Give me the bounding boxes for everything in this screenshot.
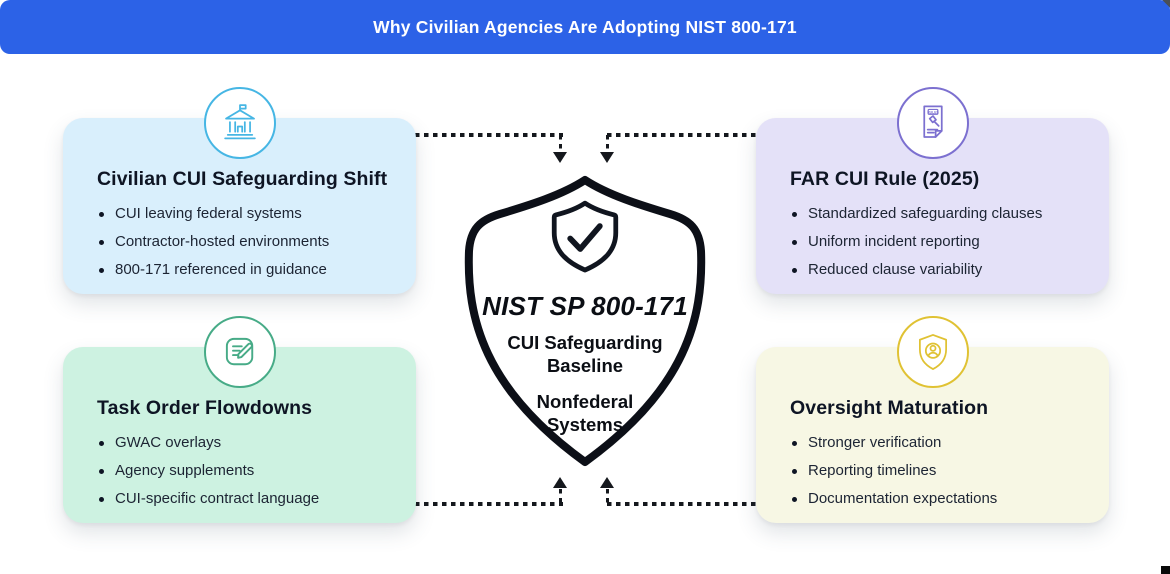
bullet-dot bbox=[792, 211, 797, 217]
center-shield-content: NIST SP 800-171 CUI Safeguarding Baselin… bbox=[450, 170, 720, 472]
card-far-cui-rule-2025: RULES FAR CUI Rule (2025) Standardized s… bbox=[756, 87, 1109, 294]
rules-gavel-icon: RULES bbox=[896, 87, 969, 159]
card-title: Task Order Flowdowns bbox=[97, 397, 313, 419]
card-civilian-cui-safeguarding-shift: Civilian CUI Safeguarding Shift CUI leav… bbox=[63, 87, 416, 294]
bullet-item: GWAC overlays bbox=[99, 429, 396, 457]
connector-top-left-horizontal bbox=[415, 133, 563, 137]
bullet-dot bbox=[99, 440, 104, 446]
bullet-text: Stronger verification bbox=[808, 434, 942, 451]
bullet-dot bbox=[792, 239, 797, 245]
connector-bottom-left-horizontal bbox=[415, 502, 563, 506]
connector-bottom-left-arrow-icon bbox=[553, 477, 567, 488]
bullet-list: CUI leaving federal systems Contractor-h… bbox=[63, 200, 416, 284]
connector-top-right-horizontal bbox=[607, 133, 756, 137]
bottom-right-artifact bbox=[1161, 566, 1170, 574]
bullet-list: Standardized safeguarding clauses Unifor… bbox=[756, 200, 1109, 284]
bullet-item: Standardized safeguarding clauses bbox=[792, 200, 1089, 228]
connector-bottom-right-arrow-icon bbox=[600, 477, 614, 488]
center-shield-outline bbox=[464, 176, 706, 466]
connector-top-right-vertical bbox=[605, 135, 609, 152]
shield-user-icon bbox=[896, 316, 969, 388]
center-subtitle-baseline: CUI Safeguarding Baseline bbox=[507, 332, 663, 376]
card-title: Oversight Maturation bbox=[790, 397, 989, 419]
bullet-text: Reduced clause variability bbox=[808, 261, 983, 278]
document-pencil-icon bbox=[203, 316, 276, 388]
header-banner: Why Civilian Agencies Are Adopting NIST … bbox=[0, 0, 1170, 54]
card-title: FAR CUI Rule (2025) bbox=[790, 168, 980, 190]
card-oversight-maturation: Oversight Maturation Stronger verificati… bbox=[756, 316, 1109, 523]
bullet-dot bbox=[99, 496, 104, 502]
center-title: NIST SP 800-171 bbox=[482, 291, 688, 321]
bullet-text: Reporting timelines bbox=[808, 462, 937, 479]
bullet-item: Uniform incident reporting bbox=[792, 228, 1089, 256]
connector-top-left-arrow-icon bbox=[553, 152, 567, 163]
center-subtitle-systems: Nonfederal Systems bbox=[536, 391, 634, 435]
bullet-list: Stronger verification Reporting timeline… bbox=[756, 429, 1109, 513]
bullet-item: 800-171 referenced in guidance bbox=[99, 256, 396, 284]
connector-top-right-arrow-icon bbox=[600, 152, 614, 163]
bullet-text: CUI leaving federal systems bbox=[115, 205, 302, 222]
bullet-dot bbox=[99, 267, 104, 273]
connector-bottom-right-horizontal bbox=[607, 502, 756, 506]
corner-artifact bbox=[1159, 0, 1170, 11]
bullet-text: GWAC overlays bbox=[115, 434, 222, 451]
bullet-text: Documentation expectations bbox=[808, 490, 998, 507]
bullet-item: CUI leaving federal systems bbox=[99, 200, 396, 228]
bullet-text: Standardized safeguarding clauses bbox=[808, 205, 1043, 222]
connector-bottom-right-vertical bbox=[605, 489, 609, 503]
bullet-dot bbox=[99, 211, 104, 217]
bullet-list: GWAC overlays Agency supplements CUI-spe… bbox=[63, 429, 416, 513]
bullet-dot bbox=[99, 468, 104, 474]
page-title: Why Civilian Agencies Are Adopting NIST … bbox=[373, 16, 797, 37]
bullet-item: Reporting timelines bbox=[792, 457, 1089, 485]
bullet-item: Agency supplements bbox=[99, 457, 396, 485]
connector-top-left-vertical bbox=[558, 135, 562, 152]
bullet-text: Agency supplements bbox=[115, 462, 255, 479]
bullet-item: Stronger verification bbox=[792, 429, 1089, 457]
card-task-order-flowdowns: Task Order Flowdowns GWAC overlays Agenc… bbox=[63, 316, 416, 523]
bullet-item: Documentation expectations bbox=[792, 485, 1089, 513]
shield-check-icon bbox=[551, 200, 619, 273]
svg-text:RULES: RULES bbox=[927, 110, 939, 114]
card-title: Civilian CUI Safeguarding Shift bbox=[97, 168, 388, 190]
bullet-dot bbox=[792, 468, 797, 474]
connector-bottom-left-vertical bbox=[558, 489, 562, 503]
bullet-dot bbox=[792, 440, 797, 446]
bullet-dot bbox=[99, 239, 104, 245]
bank-icon bbox=[203, 87, 276, 159]
bullet-text: Contractor-hosted environments bbox=[115, 233, 330, 250]
bullet-text: 800-171 referenced in guidance bbox=[115, 261, 327, 278]
bullet-dot bbox=[792, 267, 797, 273]
bullet-dot bbox=[792, 496, 797, 502]
bullet-text: CUI-specific contract language bbox=[115, 490, 320, 507]
bullet-item: Contractor-hosted environments bbox=[99, 228, 396, 256]
center-shield: NIST SP 800-171 CUI Safeguarding Baselin… bbox=[450, 170, 720, 472]
bullet-item: CUI-specific contract language bbox=[99, 485, 396, 513]
bullet-text: Uniform incident reporting bbox=[808, 233, 980, 250]
bullet-item: Reduced clause variability bbox=[792, 256, 1089, 284]
